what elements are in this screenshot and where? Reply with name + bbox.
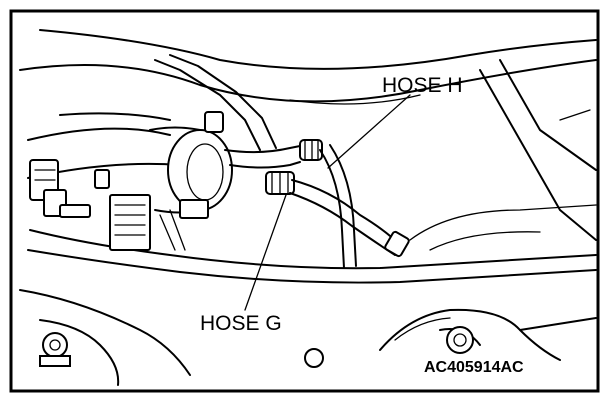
air-cleaner-housing	[27, 111, 233, 219]
lower-structure	[19, 289, 597, 386]
left-components	[29, 159, 186, 251]
hose-g-leader	[244, 194, 287, 311]
hose-h-clamp	[299, 139, 323, 161]
hose-g-clamp	[265, 171, 295, 195]
cowl-panel	[27, 204, 597, 284]
hose-g-label: HOSE G	[200, 312, 282, 335]
figure-id-label: AC405914AC	[424, 359, 524, 376]
bolt-right	[446, 326, 474, 354]
hose-h-label: HOSE H	[382, 74, 463, 97]
lower-clamp	[384, 230, 410, 258]
upper-rod	[59, 54, 277, 151]
small-hole	[304, 348, 324, 368]
bolt-left	[39, 332, 71, 367]
hose-h-leader	[327, 94, 411, 169]
connecting-pipe	[224, 144, 306, 169]
hood-panel	[19, 29, 597, 241]
figure-border	[9, 9, 600, 393]
hose-g	[289, 179, 401, 256]
